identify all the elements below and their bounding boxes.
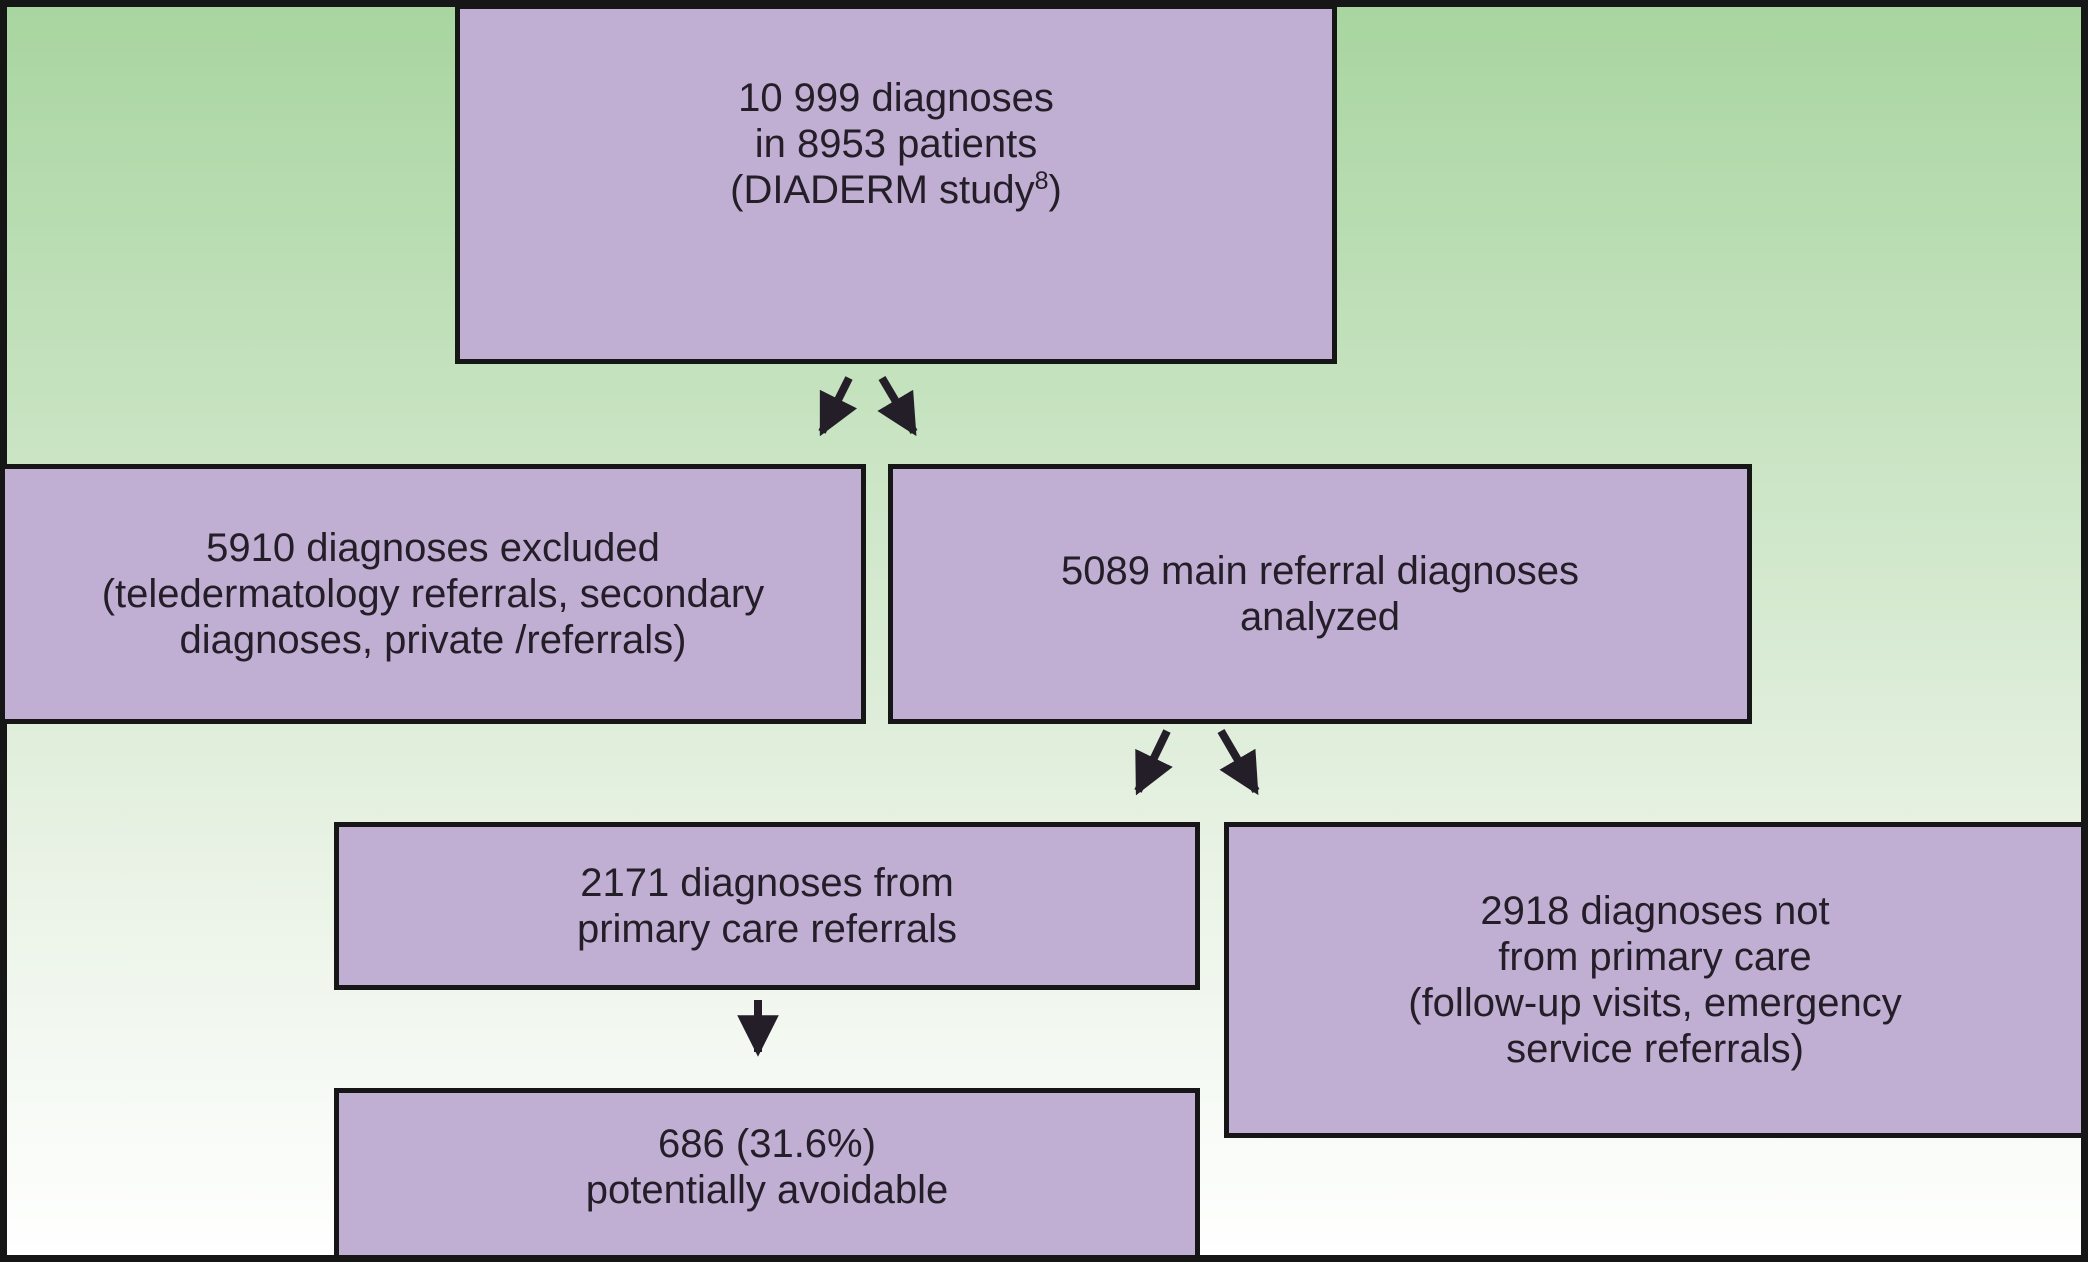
node-primary-line1: 2171 diagnoses from [580, 861, 954, 905]
node-analyzed-line1: 5089 main referral diagnoses [1060, 549, 1580, 593]
node-total-line1: 10 999 diagnoses [738, 76, 1054, 120]
node-total-line3-close: ) [1048, 168, 1062, 212]
node-potentially-avoidable: 686 (31.6%) potentially avoidable [334, 1088, 1200, 1260]
reference-superscript: 8 [1034, 167, 1049, 195]
node-primary-care-referrals: 2171 diagnoses from primary care referra… [334, 822, 1200, 990]
node-notprimary-line1: 2918 diagnoses not [1480, 889, 1830, 933]
node-excluded-line3: diagnoses, private /referrals) [179, 618, 687, 662]
node-total-diagnoses: 10 999 diagnoses in 8953 patients (DIADE… [455, 4, 1337, 364]
node-excluded-diagnoses: 5910 diagnoses excluded (teledermatology… [0, 464, 866, 724]
node-notprimary-line2: from primary care [1498, 935, 1812, 979]
node-analyzed-line2: analyzed [1239, 595, 1401, 639]
node-not-primary-care: 2918 diagnoses not from primary care (fo… [1224, 822, 2086, 1138]
node-total-line3: (DIADERM study8) [730, 167, 1062, 213]
node-primary-line2: primary care referrals [576, 907, 958, 951]
node-analyzed-diagnoses: 5089 main referral diagnoses analyzed [888, 464, 1752, 724]
node-notprimary-line4: service referrals) [1506, 1027, 1804, 1071]
node-excluded-line1: 5910 diagnoses excluded [206, 526, 660, 570]
node-total-line2: in 8953 patients [754, 122, 1038, 166]
node-excluded-line2: (teledermatology referrals, secondary [101, 572, 765, 616]
node-avoidable-line2: potentially avoidable [585, 1168, 949, 1212]
node-avoidable-line1: 686 (31.6%) [658, 1122, 876, 1166]
node-total-line3-text: (DIADERM study [730, 168, 1035, 212]
node-notprimary-line3: (follow-up visits, emergency [1408, 981, 1902, 1025]
